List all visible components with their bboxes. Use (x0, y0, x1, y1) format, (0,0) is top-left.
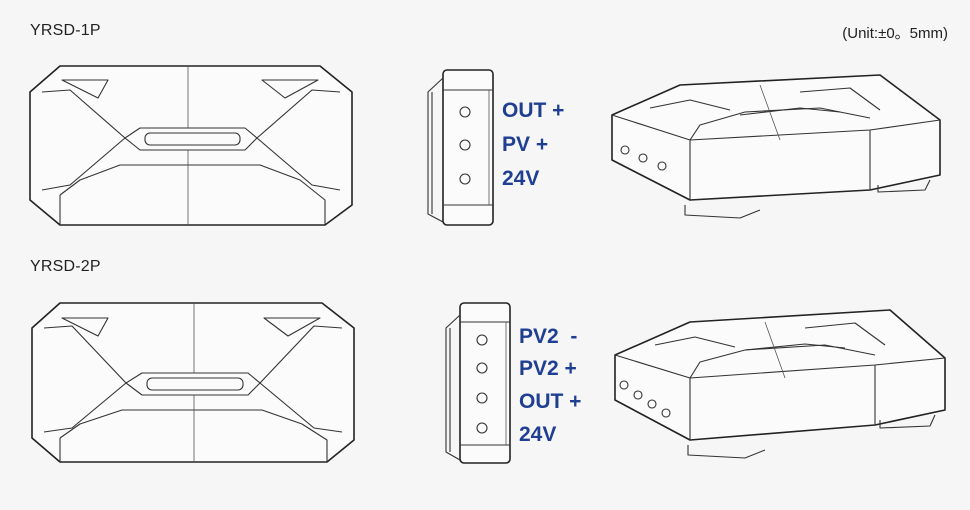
unit-note: (Unit:±0。5mm) (842, 25, 948, 42)
pin-label-out-plus-2: OUT + (519, 390, 582, 413)
pin-label-out-plus-1: OUT + (502, 99, 565, 122)
pin-label-24v-2: 24V (519, 423, 557, 446)
iso-view-1 (611, 74, 941, 219)
model-label-2: YRSD-2P (30, 258, 101, 275)
side-view-2 (445, 302, 511, 464)
pin-label-24v-1: 24V (502, 167, 540, 190)
top-view-2 (31, 302, 355, 463)
pin-label-pv-plus-1: PV + (502, 133, 549, 156)
top-view-1 (29, 65, 353, 226)
iso-view-2 (614, 309, 946, 459)
pin-label-pv2-plus-2: PV2 + (519, 357, 577, 380)
pin-label-pv2-minus-2: PV2 - (519, 325, 578, 348)
model-label-1: YRSD-1P (30, 22, 101, 39)
side-view-1 (427, 69, 494, 226)
